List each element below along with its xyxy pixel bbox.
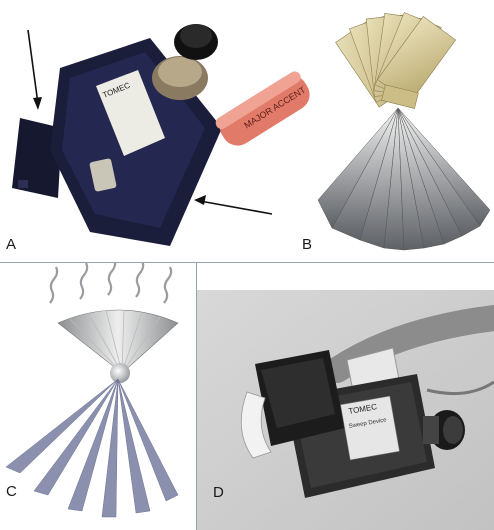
panel-d-label: D	[213, 484, 224, 501]
arrow-left-icon	[194, 195, 273, 215]
panel-b-illustration: B	[300, 0, 494, 262]
panel-a-photo: TOMEC MAJOR ACCENT A	[0, 0, 310, 262]
panel-c-illustration: C	[0, 263, 196, 530]
panel-d-photo: TOMEC Sweep Device D	[197, 290, 494, 530]
arrow-down-icon	[27, 29, 42, 110]
panel-a-label: A	[6, 236, 17, 253]
horizontal-divider	[0, 262, 494, 263]
vertical-divider	[196, 262, 197, 530]
panel-c-label: C	[6, 483, 17, 500]
panel-b-label: B	[302, 236, 313, 253]
wave-lines	[49, 263, 173, 304]
